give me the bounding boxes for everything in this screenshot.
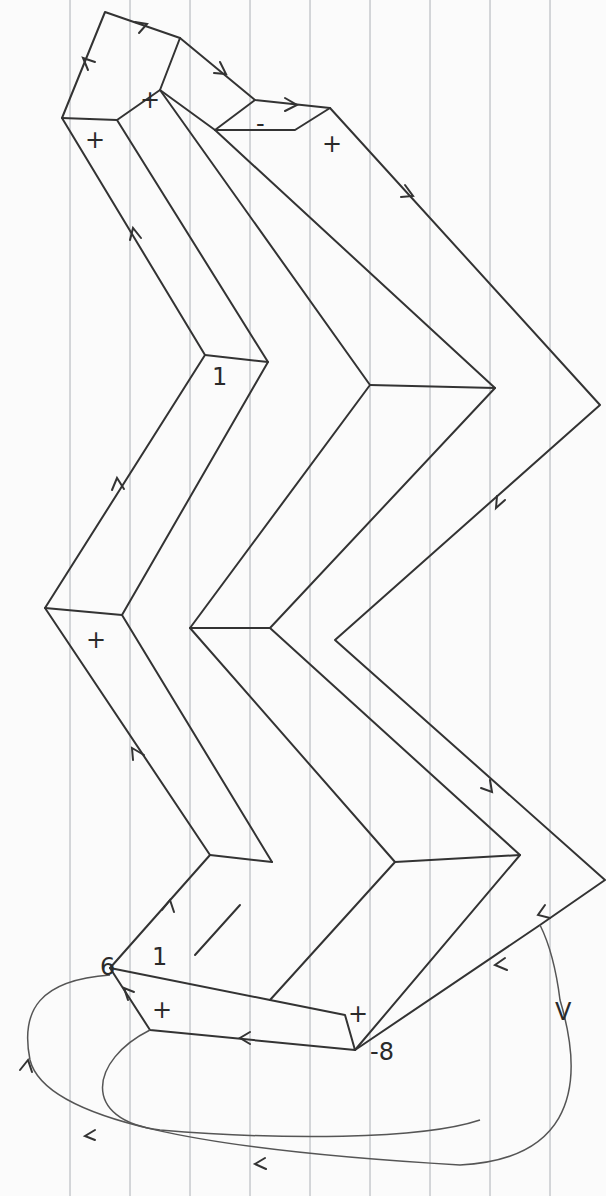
- sign-label: +: [152, 998, 172, 1022]
- ruled-lines: [70, 0, 550, 1196]
- sign-label: +: [322, 132, 342, 156]
- sign-label: V: [555, 1000, 571, 1024]
- sign-label: -8: [370, 1040, 394, 1064]
- sign-label: +: [140, 88, 160, 112]
- loop-curves: [28, 925, 572, 1165]
- sign-label: +: [85, 128, 105, 152]
- sign-label: +: [348, 1002, 368, 1026]
- sign-label: +: [86, 628, 106, 652]
- strip-edges: [45, 12, 605, 1050]
- sign-label: -: [256, 112, 265, 136]
- sign-label: 1: [212, 365, 227, 389]
- sign-label: 6: [100, 955, 115, 979]
- arrowheads: [20, 22, 550, 1169]
- sign-label: 1: [152, 945, 167, 969]
